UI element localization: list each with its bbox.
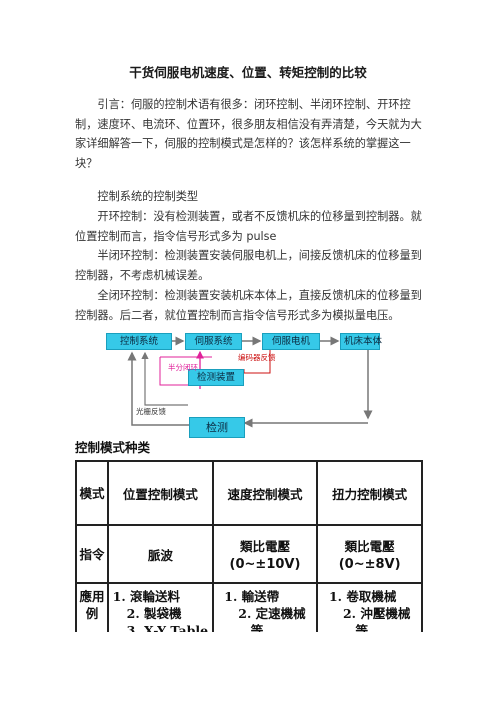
application-item: 2. 定速機械 — [238, 606, 306, 621]
application-cell-speed: 1. 輸送帶 2. 定速機械 …等 — [211, 582, 319, 632]
command-main: 類比電壓 — [344, 539, 395, 554]
application-item: 1. 卷取機械 — [328, 589, 397, 604]
row-header-application: 應用例 — [75, 582, 109, 632]
semi-feedback-loop — [159, 357, 188, 386]
application-item: 2. 製袋機 — [126, 606, 182, 621]
label-semi-closed: 半分闭环 — [168, 363, 198, 372]
application-item: 3. X-Y Table — [126, 623, 209, 632]
application-item: 2. 沖壓機械 — [342, 606, 411, 621]
application-item: 1. 輸送帶 — [224, 589, 280, 604]
command-main: 類比電壓 — [239, 539, 290, 554]
control-mode-table: 模式 位置控制模式 速度控制模式 扭力控制模式 指令 脈波 類比電壓 (0~±1… — [75, 460, 423, 632]
full-closed-loop-paragraph: 全闭环控制：检测装置安装机床本体上，直接反馈机床的位移量到控制器。后二者，就位置… — [75, 289, 422, 322]
node-servo-system: 伺服系统 — [185, 333, 242, 350]
node-servo-motor: 伺服电机 — [262, 333, 320, 350]
row-header-command: 指令 — [75, 524, 109, 584]
node-machine-body: 机床本体 — [340, 333, 382, 350]
section-title: 控制系统的控制类型 — [97, 190, 199, 203]
label-encoder-feedback: 编码器反馈 — [238, 353, 276, 362]
modes-heading: 控制模式种类 — [75, 440, 151, 455]
command-main: 脈波 — [147, 547, 173, 563]
row-header-mode: 模式 — [75, 460, 109, 526]
control-loop-diagram: 控制系统 伺服系统 伺服电机 机床本体 检测装置 检测 半分闭环 编码器反馈 光… — [100, 333, 382, 443]
intro-paragraph: 引言：伺服的控制术语有很多：闭环控制、半闭环控制、开环控制，速度环、电流环、位置… — [75, 98, 422, 170]
application-cell-position: 1. 滾輪送料 2. 製袋機 3. X-Y Table — [107, 582, 214, 632]
node-detect-device: 检测装置 — [188, 369, 244, 386]
table-row: 指令 脈波 類比電壓 (0~±10V) 類比電壓 (0~±8V) — [75, 524, 423, 584]
command-range: (0~±8V) — [338, 557, 401, 572]
table-row: 模式 位置控制模式 速度控制模式 扭力控制模式 — [75, 460, 423, 526]
application-cell-torque: 1. 卷取機械 2. 沖壓機械 …等 — [316, 582, 423, 632]
article-title: 干货伺服电机速度、位置、转矩控制的比较 — [129, 65, 367, 80]
application-item: …等 — [342, 623, 368, 632]
command-range: (0~±10V) — [229, 557, 301, 572]
application-item: 1. 滾輪送料 — [112, 589, 181, 604]
semi-closed-loop-paragraph: 半闭环控制：检测装置安装伺服电机上，间接反馈机床的位移量到控制器，不考虑机械误差… — [75, 249, 422, 282]
column-header-speed: 速度控制模式 — [211, 460, 319, 526]
command-cell-torque: 類比電壓 (0~±8V) — [316, 524, 423, 584]
open-loop-paragraph: 开环控制：没有检测装置，或者不反馈机床的位移量到控制器。就位置控制而言，指令信号… — [75, 210, 422, 243]
arrow-detect-to-controller — [127, 351, 189, 426]
diagram-connectors — [127, 336, 373, 428]
command-cell-position: 脈波 — [107, 524, 214, 584]
label-grating-feedback: 光栅反馈 — [136, 407, 166, 416]
arrow-device-to-controller — [141, 351, 188, 406]
command-cell-speed: 類比電壓 (0~±10V) — [211, 524, 319, 584]
node-detect: 检测 — [189, 417, 245, 438]
column-header-torque: 扭力控制模式 — [316, 460, 423, 526]
column-header-position: 位置控制模式 — [107, 460, 214, 526]
application-item: …等 — [238, 623, 264, 632]
table-row: 應用例 1. 滾輪送料 2. 製袋機 3. X-Y Table 1. 輸送帶 2… — [75, 582, 423, 632]
node-controller: 控制系统 — [106, 333, 172, 350]
